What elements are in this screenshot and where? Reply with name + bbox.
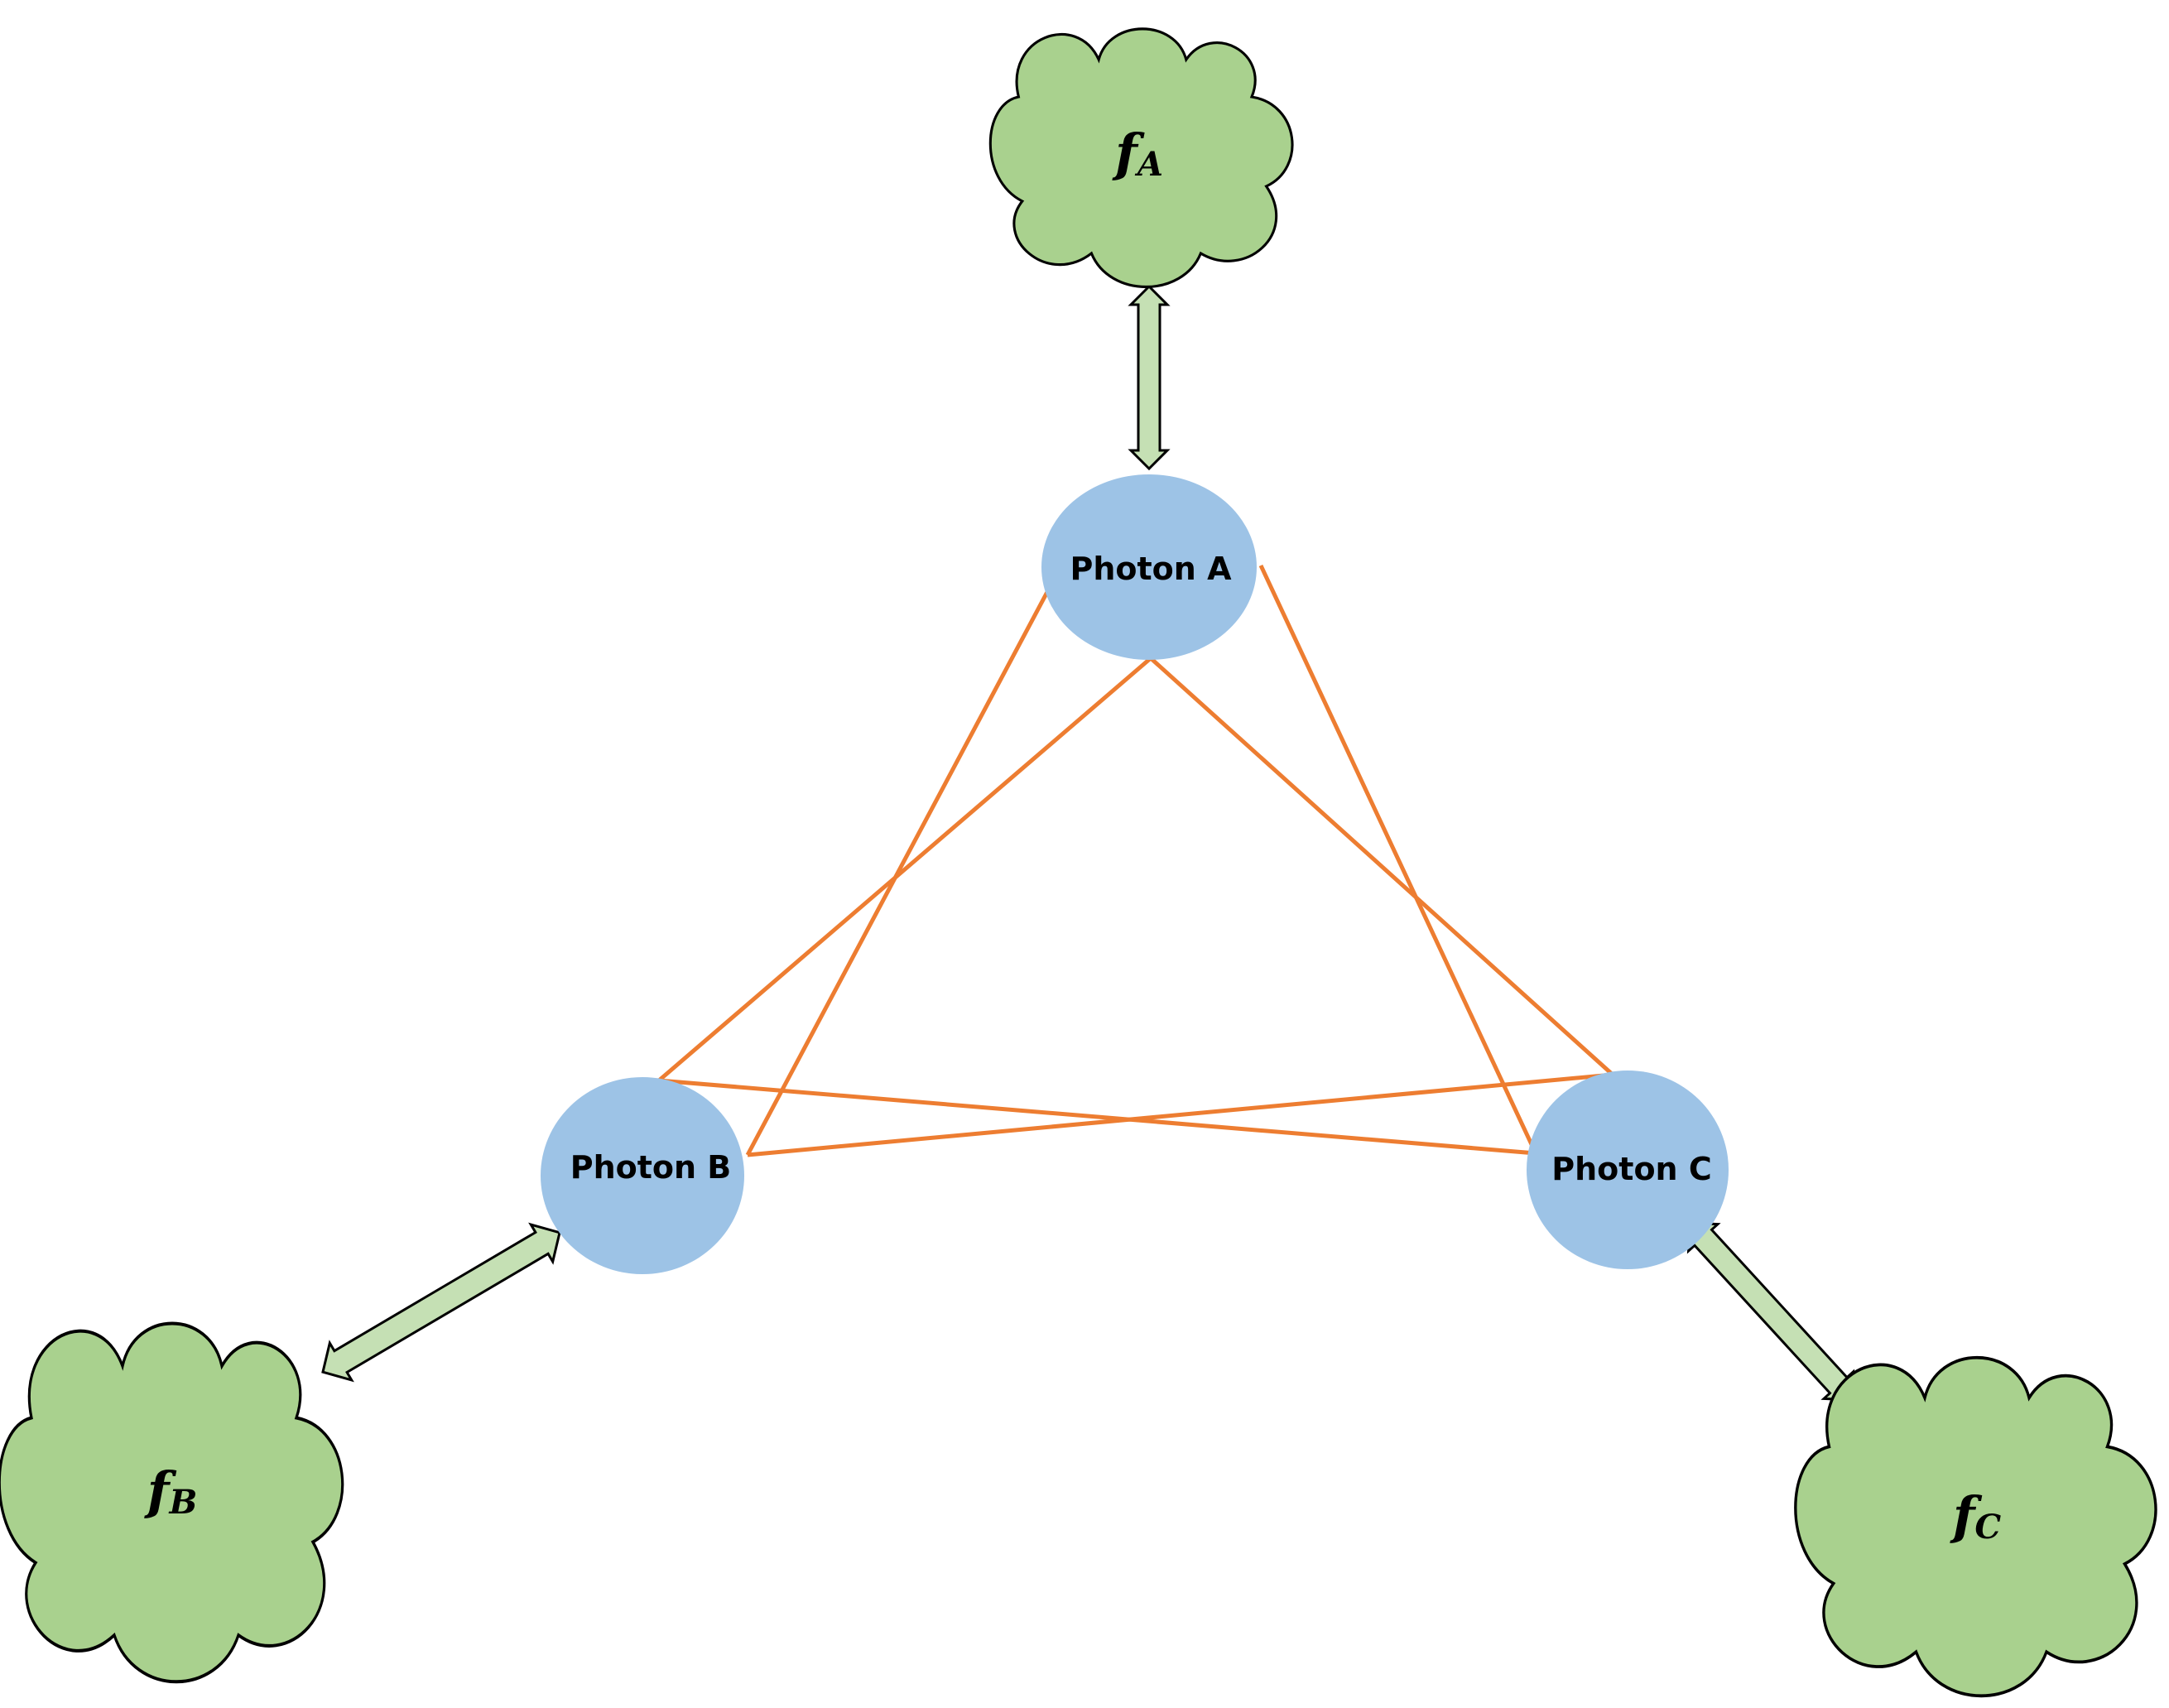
cloud-c-label: fC <box>1950 1484 2001 1546</box>
photon-a-label: Photon A <box>1070 551 1233 587</box>
arrow-photon-c-cloud-c <box>1686 1221 1855 1402</box>
photon-c: Photon C <box>1527 1071 1729 1269</box>
photon-b-label: Photon B <box>570 1149 732 1186</box>
cloud-a: fA <box>988 27 1294 288</box>
link-b-lower-to-c-top <box>747 1072 1614 1157</box>
arrow-cloud-b-photon-b <box>321 1222 561 1383</box>
photon-c-circle <box>1527 1071 1729 1269</box>
photon-c-label: Photon C <box>1551 1151 1711 1187</box>
cloud-b-shape <box>0 1321 344 1684</box>
link-a-bottom-to-b-top <box>657 657 1152 1082</box>
cloud-b: fB <box>0 1321 344 1684</box>
photon-b-circle <box>541 1077 744 1274</box>
cloud-a-label: fA <box>1112 123 1163 184</box>
arrow-cloud-a-photon-a <box>1128 284 1171 471</box>
entanglement-links <box>657 564 1614 1157</box>
photon-a: Photon A <box>1041 474 1257 660</box>
cloud-c: fC <box>1794 1355 2157 1698</box>
cloud-b-label: fB <box>144 1460 197 1522</box>
photon-a-circle <box>1041 474 1257 660</box>
link-a-bottom-to-c-top <box>1149 657 1614 1076</box>
link-a-right-to-c-left <box>1258 564 1538 1155</box>
cloud-c-shape <box>1794 1355 2157 1698</box>
link-b-top-to-c-left <box>658 1078 1537 1156</box>
photon-b: Photon B <box>541 1077 744 1274</box>
cloud-a-shape <box>988 27 1294 288</box>
